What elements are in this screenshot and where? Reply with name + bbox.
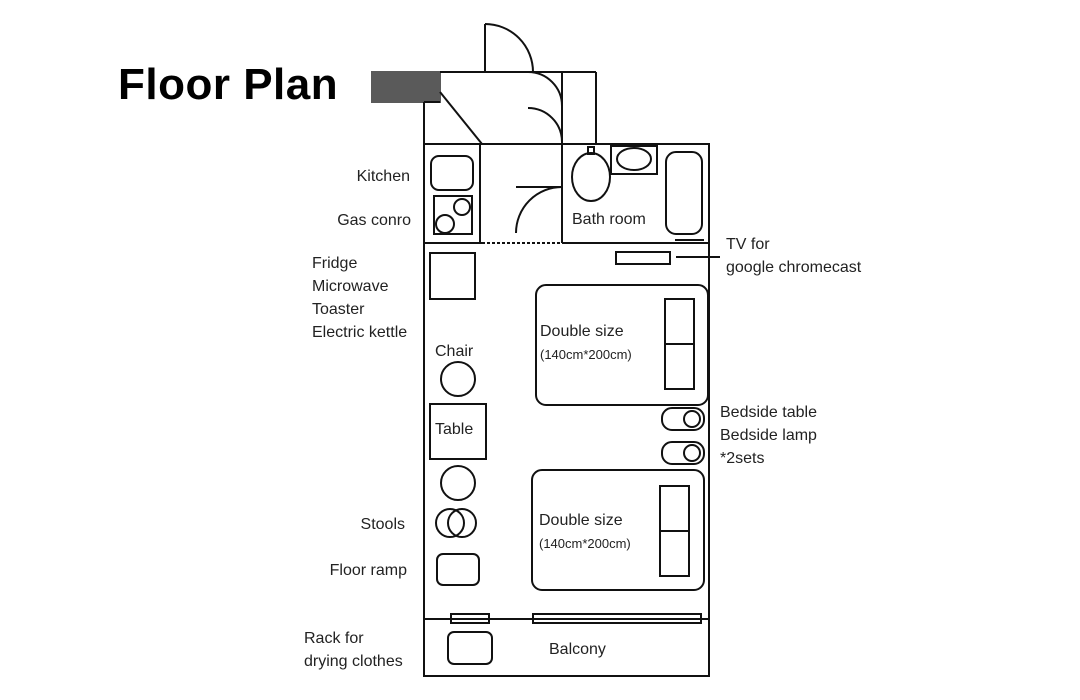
- burner-2: [435, 214, 455, 234]
- label-kitchen: Kitchen: [356, 168, 410, 185]
- bedside-lamp-2: [683, 444, 701, 462]
- door-swing-1: [527, 71, 563, 107]
- entrance-block: [371, 71, 441, 103]
- label-bedside-sets: *2sets: [720, 450, 765, 467]
- label-rack: Rack for drying clothes: [304, 627, 403, 673]
- label-bed1-size: (140cm*200cm): [540, 347, 632, 362]
- label-fridge-group: Fridge Microwave Toaster Electric kettle: [312, 252, 407, 344]
- label-electric-kettle: Electric kettle: [312, 324, 408, 341]
- table-shape: [429, 403, 487, 460]
- label-stools: Stools: [360, 516, 405, 533]
- wash-basin: [610, 145, 658, 175]
- chair-shape-2: [440, 465, 476, 501]
- label-tv-line2: google chromecast: [726, 259, 862, 276]
- gas-stove: [433, 195, 473, 235]
- page-title: Floor Plan: [118, 60, 339, 109]
- label-bedside: Bedside table Bedside lamp *2sets: [720, 401, 817, 470]
- label-chair: Chair: [435, 343, 474, 360]
- apartment-outline: [423, 143, 710, 677]
- front-door-swing: [484, 23, 534, 73]
- fridge-shape: [429, 252, 476, 300]
- label-rack-line1: Rack for: [304, 630, 364, 647]
- toilet-tank: [587, 146, 595, 155]
- toilet: [571, 152, 611, 202]
- label-tv-line1: TV for: [726, 236, 770, 253]
- bedside-table-1: [661, 407, 705, 431]
- label-bed1-name: Double size: [540, 323, 624, 340]
- label-rack-line2: drying clothes: [304, 653, 403, 670]
- label-table: Table: [435, 421, 474, 438]
- bed-1: [535, 284, 709, 406]
- label-bed2-size: (140cm*200cm): [539, 536, 631, 551]
- label-fridge: Fridge: [312, 255, 358, 272]
- label-balcony: Balcony: [549, 641, 606, 658]
- stool-1: [435, 508, 465, 538]
- window-2: [532, 613, 702, 624]
- window-1: [450, 613, 490, 624]
- floor-ramp-shape: [436, 553, 480, 586]
- bathroom-door-swing: [515, 186, 563, 234]
- stool-2: [447, 508, 477, 538]
- label-tv: TV for google chromecast: [726, 233, 861, 279]
- door-swing-2: [527, 107, 563, 143]
- bed-2: [531, 469, 705, 591]
- label-bedside-lamp: Bedside lamp: [720, 427, 817, 444]
- label-bath-room: Bath room: [572, 211, 646, 228]
- label-microwave: Microwave: [312, 278, 389, 295]
- bedside-table-2: [661, 441, 705, 465]
- label-bed2-name: Double size: [539, 512, 623, 529]
- tv-shape: [615, 251, 671, 265]
- label-floor-ramp: Floor ramp: [329, 562, 407, 579]
- label-toaster: Toaster: [312, 301, 365, 318]
- chair-shape: [440, 361, 476, 397]
- kitchen-sink: [430, 155, 474, 191]
- label-gas-conro: Gas conro: [337, 212, 411, 229]
- drying-rack-shape: [447, 631, 493, 665]
- burner-1: [453, 198, 471, 216]
- label-bedside-table: Bedside table: [720, 404, 817, 421]
- bedside-lamp-1: [683, 410, 701, 428]
- bathtub: [665, 151, 703, 235]
